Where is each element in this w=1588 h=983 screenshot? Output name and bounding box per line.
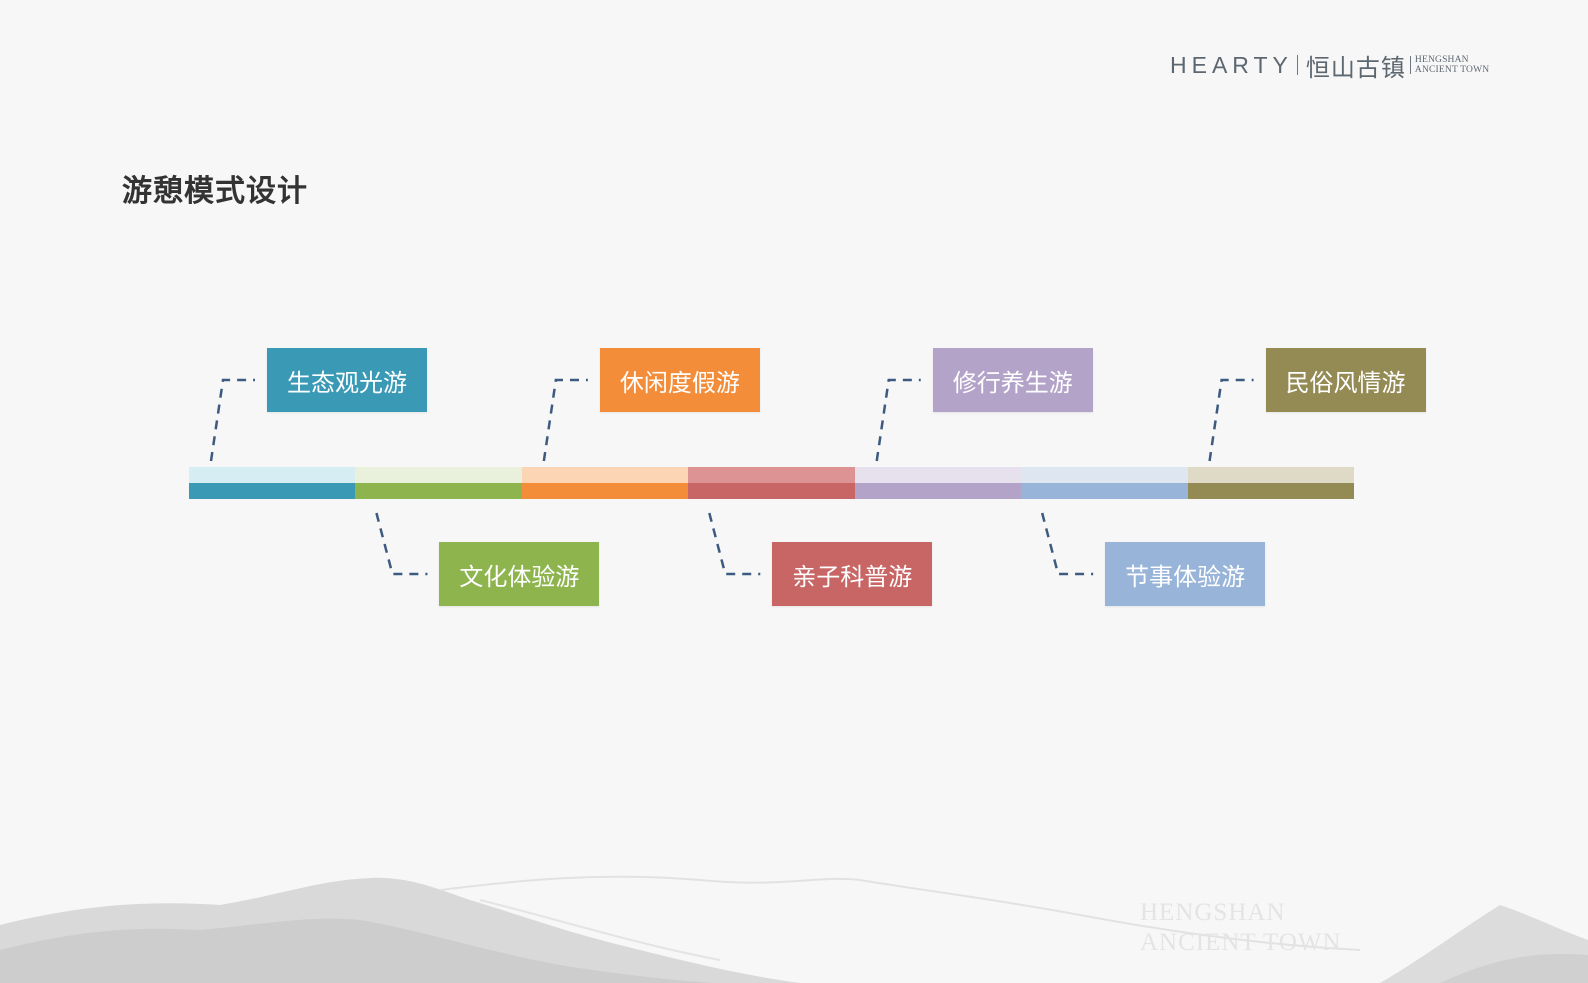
segment-dark xyxy=(1187,483,1354,499)
timeline-bar xyxy=(189,467,1354,499)
timeline-label-box: 休闲度假游 xyxy=(599,348,760,412)
timeline-label-box: 民俗风情游 xyxy=(1265,348,1426,412)
logo-english: HEARTY xyxy=(1170,51,1293,78)
timeline-segment xyxy=(1021,467,1188,499)
logo-divider xyxy=(1296,55,1298,75)
timeline-label-box: 修行养生游 xyxy=(932,348,1093,412)
page-title: 游憩模式设计 xyxy=(122,174,308,209)
timeline-segment xyxy=(688,467,855,499)
segment-light xyxy=(1021,467,1188,483)
timeline-segment xyxy=(189,467,356,499)
timeline-label-text: 亲子科普游 xyxy=(792,562,913,591)
logo-subtitle: HENGSHAN ANCIENT TOWN xyxy=(1415,55,1489,75)
segment-light xyxy=(189,467,356,483)
logo-sub-line-2: ANCIENT TOWN xyxy=(1414,65,1490,75)
timeline-label-box: 生态观光游 xyxy=(267,348,427,412)
segment-dark xyxy=(688,483,855,499)
segment-light xyxy=(854,467,1022,483)
watermark: HENGSHAN ANCIENT TOWN xyxy=(1140,898,1342,958)
segment-light xyxy=(355,467,522,483)
segment-light xyxy=(688,467,855,483)
timeline-segment xyxy=(521,467,689,499)
timeline-label-text: 生态观光游 xyxy=(287,368,407,397)
timeline-label-box: 文化体验游 xyxy=(439,542,600,606)
timeline-label-text: 节事体验游 xyxy=(1125,562,1246,591)
segment-dark xyxy=(355,483,522,499)
segment-dark xyxy=(854,483,1022,499)
timeline-label-box: 亲子科普游 xyxy=(772,542,933,606)
timeline-label-box: 节事体验游 xyxy=(1105,542,1266,606)
segment-light xyxy=(1187,467,1354,483)
timeline-segment xyxy=(1187,467,1354,499)
logo-chinese: 恒山古镇 xyxy=(1305,53,1406,82)
segment-dark xyxy=(521,483,689,499)
watermark-line-1: HENGSHAN xyxy=(1140,899,1286,926)
segment-light xyxy=(521,467,689,483)
watermark-line-2: ANCIENT TOWN xyxy=(1140,929,1342,956)
timeline-segment xyxy=(355,467,522,499)
brand-logo: HEARTY 恒山古镇 HENGSHAN ANCIENT TOWN xyxy=(1170,50,1489,82)
timeline-label-text: 修行养生游 xyxy=(952,368,1073,397)
segment-dark xyxy=(1021,483,1188,499)
timeline-segment xyxy=(854,467,1022,499)
logo-divider-2 xyxy=(1409,56,1411,74)
logo-sub-line-1: HENGSHAN xyxy=(1414,55,1469,65)
timeline-label-text: 民俗风情游 xyxy=(1285,368,1406,397)
segment-dark xyxy=(189,483,356,499)
timeline-label-text: 休闲度假游 xyxy=(619,368,740,397)
timeline-label-text: 文化体验游 xyxy=(459,562,580,591)
